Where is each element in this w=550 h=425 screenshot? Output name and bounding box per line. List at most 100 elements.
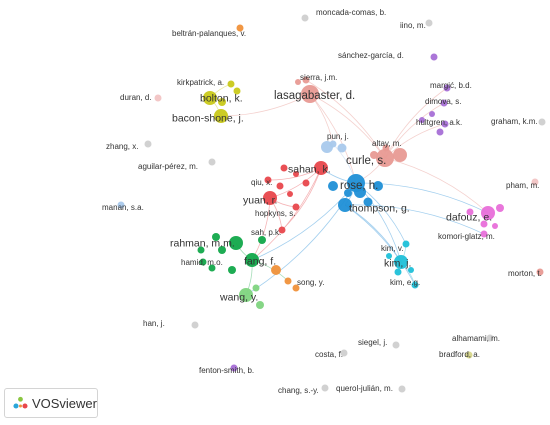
label-morton-t: morton, t.	[508, 269, 542, 278]
cluster-node	[337, 143, 347, 153]
node-siegel-j[interactable]	[392, 341, 400, 349]
cluster-node	[218, 98, 226, 106]
label-kim-e-g: kim, e.g.	[390, 278, 420, 287]
node-graham-k-m[interactable]	[538, 118, 546, 126]
node-rahman-m-m[interactable]	[229, 236, 243, 250]
node-fang-f[interactable]	[245, 253, 259, 267]
node-komori-glatz-m[interactable]	[480, 230, 488, 238]
node-curle-s[interactable]	[376, 149, 394, 167]
node-thompson-g[interactable]	[338, 198, 352, 212]
node-rose-h[interactable]	[347, 174, 365, 192]
node-han-j[interactable]	[191, 321, 199, 329]
node-duran-d[interactable]	[154, 94, 162, 102]
node-dimova-s[interactable]	[440, 99, 448, 107]
cluster-node	[408, 267, 414, 273]
label-pham-m: pham, m.	[506, 181, 539, 190]
label-yuan-r: yuan, r.	[243, 195, 277, 207]
node-sierra-j-m[interactable]	[302, 76, 310, 84]
network-edge	[281, 167, 322, 231]
network-nodes	[117, 14, 546, 393]
node-hopkyns-s[interactable]	[292, 203, 300, 211]
node-pun-j[interactable]	[329, 140, 337, 148]
node-querol-julian-m[interactable]	[398, 385, 406, 393]
label-sahan-k: sahan, k.	[288, 164, 331, 176]
cluster-node	[363, 197, 373, 207]
label-chang-s-y: chang, s.-y.	[278, 386, 319, 395]
label-thompson-g: thompson, g.	[349, 203, 410, 215]
network-edge	[309, 93, 386, 159]
node-iino-m[interactable]	[425, 19, 433, 27]
node-hultgren-a-k[interactable]	[441, 120, 449, 128]
label-kim-v: kim, v.	[381, 244, 404, 253]
node-kim-j[interactable]	[394, 255, 408, 269]
node-bradford-a[interactable]	[465, 351, 473, 359]
label-rose-h: rose, h.	[340, 180, 378, 192]
node-bacon-shone-j[interactable]	[214, 109, 228, 123]
node-yuan-r[interactable]	[263, 191, 277, 205]
cluster-node	[302, 179, 310, 187]
label-fenton-smith-b: fenton-smith, b.	[199, 366, 254, 375]
node-alhamami-m[interactable]	[486, 334, 494, 342]
label-dafouz-e: dafouz, e.	[446, 212, 492, 224]
node-lasagabaster-d[interactable]	[301, 85, 319, 103]
cluster-node	[271, 265, 281, 275]
label-margic-b-d: margić, b.d.	[430, 81, 472, 90]
node-morton-t[interactable]	[536, 268, 544, 276]
node-pham-m[interactable]	[531, 178, 539, 186]
cluster-node	[429, 111, 435, 117]
label-lasagabaster-d: lasagabaster, d.	[274, 90, 355, 102]
vosviewer-logo[interactable]: VOSviewer	[4, 388, 98, 418]
cluster-node	[258, 236, 266, 244]
vosviewer-logo-text: VOSviewer	[31, 395, 97, 411]
cluster-node	[496, 204, 504, 212]
label-manan-s-a: manan, s.a.	[102, 203, 144, 212]
node-fenton-smith-b[interactable]	[230, 364, 238, 372]
node-sanchez-garcia-d[interactable]	[430, 53, 438, 61]
node-sahan-k[interactable]	[314, 161, 328, 175]
label-alhamami-m: alhamami, m.	[452, 334, 500, 343]
label-komori-glatz-m: komori-glatz, m.	[438, 232, 495, 241]
node-sah-p-k[interactable]	[278, 226, 286, 234]
node-chang-s-y[interactable]	[321, 384, 329, 392]
node-moncada-comas-b[interactable]	[301, 14, 309, 22]
node-aguilar-perez-m[interactable]	[208, 158, 216, 166]
cluster-node	[394, 268, 402, 276]
network-edge	[220, 93, 311, 117]
node-costa-f[interactable]	[340, 349, 348, 357]
network-edge	[384, 157, 489, 214]
cluster-node	[393, 148, 407, 162]
label-kirkpatrick-a: kirkpatrick, a.	[177, 78, 224, 87]
node-wang-y[interactable]	[239, 288, 253, 302]
label-siegel-j: siegel, j.	[358, 338, 387, 347]
node-song-y[interactable]	[284, 277, 292, 285]
label-fang-f: fang, f.	[244, 256, 276, 268]
network-edge	[384, 102, 445, 159]
label-pun-j: pun, j.	[327, 132, 349, 141]
vosviewer-logo-icon	[13, 396, 28, 409]
cluster-node	[344, 189, 352, 197]
label-wang-y: wang, y.	[219, 292, 258, 304]
node-beltran-palanques-v[interactable]	[236, 24, 244, 32]
cluster-node	[280, 164, 288, 172]
cluster-node	[256, 301, 264, 309]
node-kirkpatrick-a[interactable]	[227, 80, 235, 88]
node-margic-b-d[interactable]	[443, 84, 451, 92]
node-kim-v[interactable]	[402, 240, 410, 248]
node-hamid-m-o[interactable]	[199, 258, 207, 266]
label-aguilar-perez-m: aguilar-pérez, m.	[138, 162, 198, 171]
cluster-node	[208, 264, 216, 272]
node-kim-e-g[interactable]	[411, 281, 419, 289]
node-zhang-x[interactable]	[144, 140, 152, 148]
node-dafouz-e[interactable]	[481, 206, 495, 220]
label-dimova-s: dimova, s.	[425, 97, 461, 106]
node-bolton-k[interactable]	[203, 91, 217, 105]
node-manan-s-a[interactable]	[117, 201, 125, 209]
cluster-node	[480, 220, 488, 228]
network-edge	[384, 87, 448, 159]
label-sah-p-k: sah, p.k.	[251, 228, 281, 237]
label-kim-j: kim, j.	[384, 258, 411, 270]
node-qiu-x[interactable]	[264, 176, 272, 184]
network-labels: moncada-comas, b.iino, m.beltrán-palanqu…	[102, 8, 542, 395]
label-han-j: han, j.	[143, 319, 165, 328]
